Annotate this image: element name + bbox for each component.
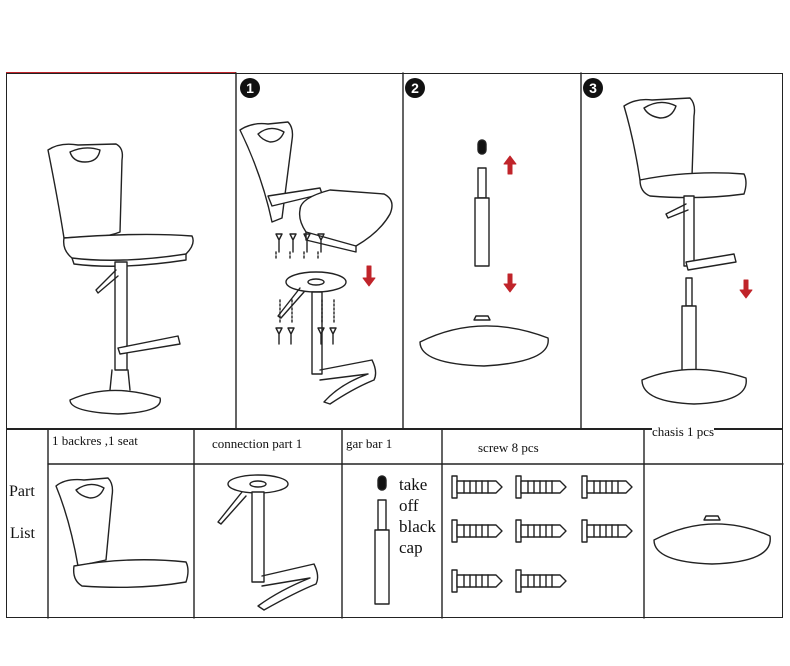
screw — [581, 475, 633, 499]
step3-illustration — [623, 97, 747, 405]
arrow-down-step3 — [739, 279, 753, 299]
column-label-chassis: chasis 1 pcs — [652, 424, 715, 440]
step1-screws-row1 — [275, 233, 325, 253]
step-number-2: 2 — [405, 78, 425, 98]
gas-bar-note: take off black cap — [399, 474, 436, 558]
assembled-stool-illustration — [47, 143, 194, 415]
screw — [451, 519, 503, 543]
part-backrest-seat — [55, 477, 189, 589]
screw — [515, 519, 567, 543]
part-list-frame — [6, 429, 783, 618]
step1-illustration — [239, 121, 393, 405]
step1-screws-row2 — [275, 327, 337, 345]
part-connection — [217, 474, 319, 611]
column-label-screws: screw 8 pcs — [478, 440, 539, 455]
gas-bar-note-line: take — [399, 475, 428, 494]
screw — [581, 519, 633, 543]
part-gas-bar — [374, 475, 390, 605]
part-list-title-line1: Part — [9, 483, 35, 500]
screw — [515, 569, 567, 593]
step2-illustration — [419, 139, 549, 367]
gas-bar-note-line: black — [399, 517, 436, 536]
assembly-frame — [6, 73, 783, 429]
gas-bar-note-line: cap — [399, 538, 423, 557]
step-number-3: 3 — [583, 78, 603, 98]
part-chassis — [653, 515, 771, 565]
column-label-connection-part: connection part 1 — [212, 436, 303, 451]
red-arrows — [362, 155, 753, 299]
part-screws — [451, 475, 633, 593]
step-number-1: 1 — [240, 78, 260, 98]
screw — [451, 475, 503, 499]
screw — [515, 475, 567, 499]
arrow-down-step2 — [503, 273, 517, 293]
column-label-gas-bar: gar bar 1 — [346, 436, 393, 451]
column-label-backrest-seat: 1 backres ,1 seat — [52, 433, 138, 448]
part-list-title-line2: List — [10, 525, 35, 542]
gas-bar-note-line: off — [399, 496, 419, 515]
arrow-up-step2 — [503, 155, 517, 175]
arrow-down-step1 — [362, 265, 376, 287]
screw — [451, 569, 503, 593]
